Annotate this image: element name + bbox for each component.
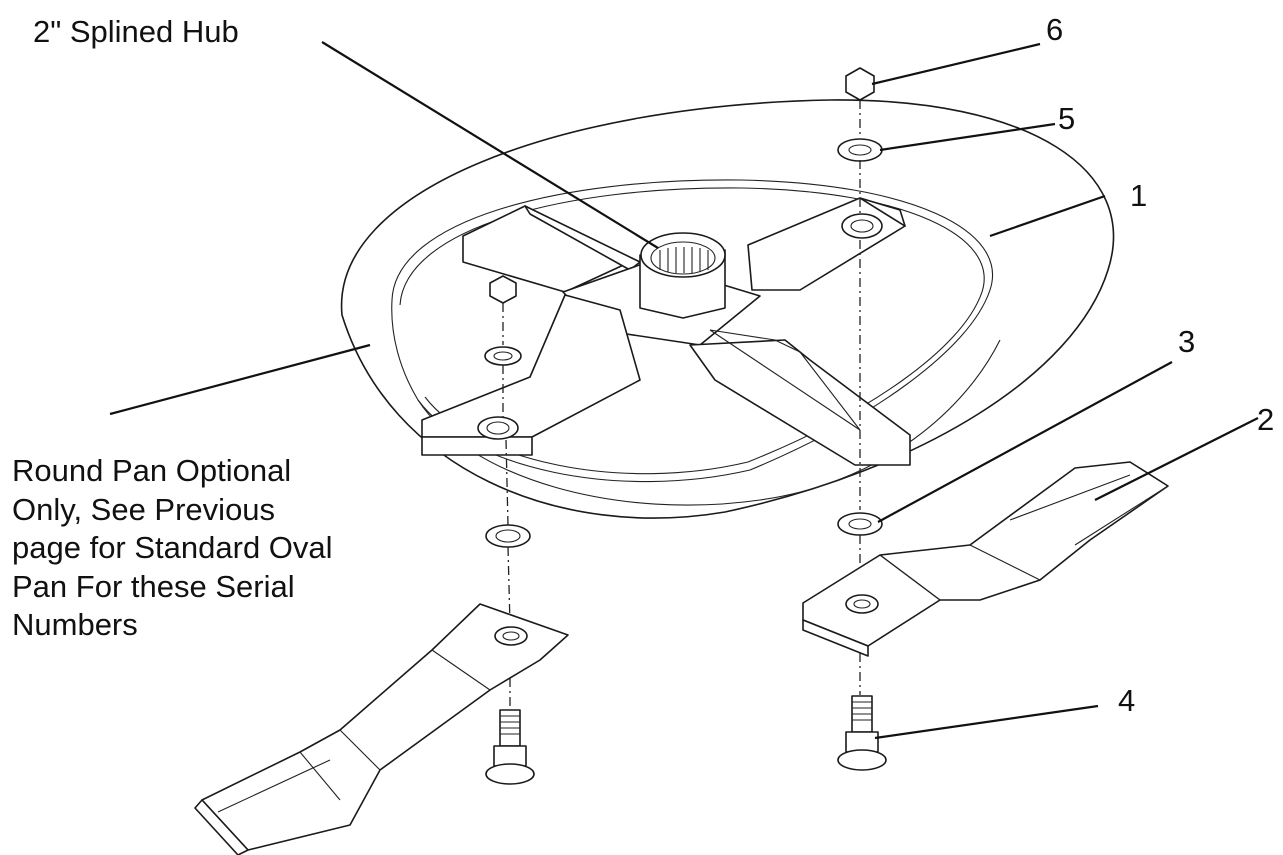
leader-5 xyxy=(879,122,1056,152)
bolt-left xyxy=(485,709,535,785)
bolt-item-4 xyxy=(837,695,887,771)
callout-1: 1 xyxy=(1130,178,1148,213)
callout-4: 4 xyxy=(1118,683,1136,718)
left-nut-washer-stack xyxy=(484,275,531,548)
leader-round-pan xyxy=(109,343,371,416)
leader-2 xyxy=(1094,417,1259,501)
note-line: Numbers xyxy=(12,607,138,642)
note-line: page for Standard Oval xyxy=(12,530,333,565)
right-upper-hardware xyxy=(837,67,883,162)
note-line: Round Pan Optional xyxy=(12,453,292,488)
note-line: Pan For these Serial xyxy=(12,568,295,604)
label-splined-hub: 2" Splined Hub xyxy=(33,14,239,49)
callout-2: 2 xyxy=(1257,402,1275,437)
leader-4 xyxy=(874,704,1099,740)
callout-6: 6 xyxy=(1046,12,1064,47)
leader-1 xyxy=(989,194,1106,238)
blade-item-2 xyxy=(802,461,1169,657)
washer-item-3 xyxy=(837,512,883,536)
cutter-bar xyxy=(421,197,911,466)
leader-3 xyxy=(877,361,1173,523)
leader-6 xyxy=(871,42,1041,86)
blade-left xyxy=(194,603,569,855)
round-pan-note: Round Pan Optional Only, See Previous pa… xyxy=(12,452,333,645)
callout-5: 5 xyxy=(1058,101,1076,136)
note-line: Only, See Previous xyxy=(12,491,276,527)
callout-3: 3 xyxy=(1178,324,1196,359)
leader-hub xyxy=(321,41,659,249)
